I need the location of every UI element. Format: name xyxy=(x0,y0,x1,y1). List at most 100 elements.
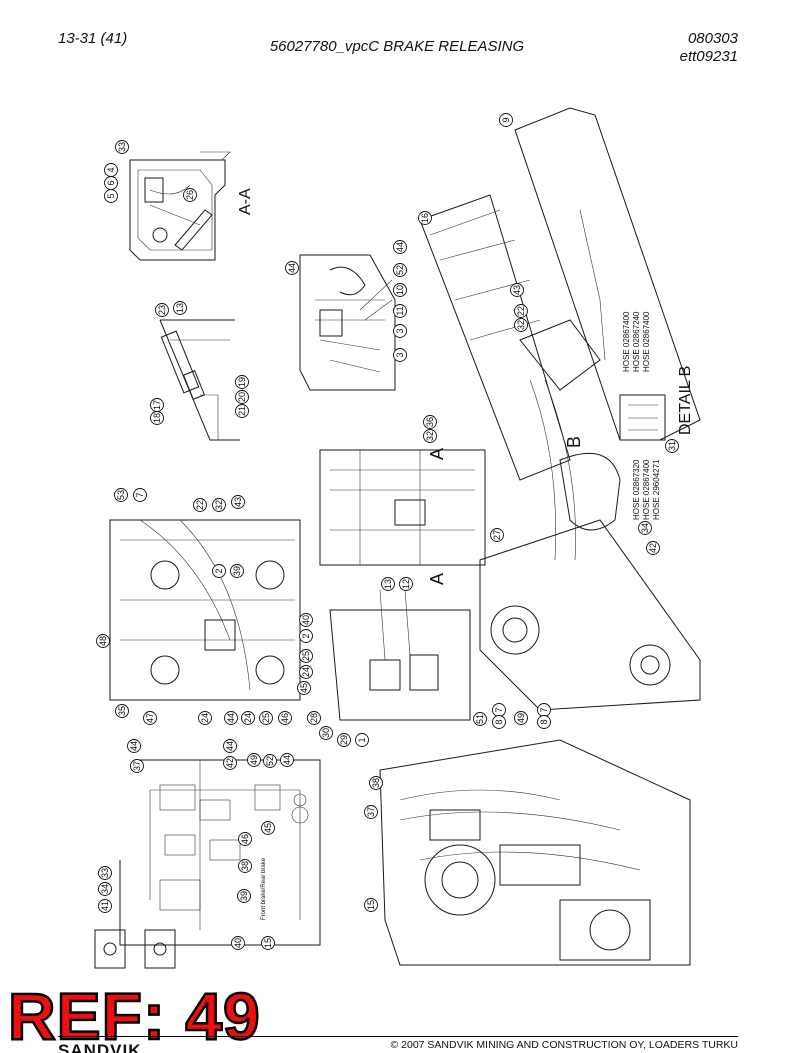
callout-label: 45 xyxy=(299,683,309,693)
callout-label: 38 xyxy=(240,861,250,871)
callout-label: 3 xyxy=(395,352,405,357)
callout-label: 10 xyxy=(395,285,405,295)
callout-label: 37 xyxy=(366,807,376,817)
callout-label: 53 xyxy=(116,490,126,500)
frame-view xyxy=(109,519,301,701)
hose-lower-2: HOSE 02867400 xyxy=(642,459,651,520)
callout-label: 49 xyxy=(249,755,259,765)
front-brake-label: Front brake/Rear brake xyxy=(261,857,267,920)
footer-copyright: © 2007 SANDVIK MINING AND CONSTRUCTION O… xyxy=(390,1039,738,1051)
callout-label: 23 xyxy=(157,305,167,315)
callout-label: 24 xyxy=(301,667,311,677)
hose-upper-1: HOSE 02867400 xyxy=(622,311,631,372)
callout-label: 46 xyxy=(280,713,290,723)
callout-label: 6 xyxy=(106,180,116,185)
callout-label: 31 xyxy=(667,441,677,451)
callout-label: 45 xyxy=(263,823,273,833)
view-a-upper-label: A xyxy=(427,448,447,460)
callout-label: 12 xyxy=(401,579,411,589)
document-title: 56027780_vpcC BRAKE RELEASING xyxy=(269,38,525,55)
hose-lower-1: HOSE 02867320 xyxy=(632,459,641,520)
callout-label: 44 xyxy=(282,755,292,765)
callout-label: 19 xyxy=(237,377,247,387)
callout-label: 40 xyxy=(233,938,243,948)
document-code: ett09231 xyxy=(679,48,738,65)
callout-label: 44 xyxy=(129,741,139,751)
footer-divider xyxy=(58,1036,738,1037)
callout-label: 24 xyxy=(243,713,253,723)
hose-lower-3: HOSE 29604271 xyxy=(652,459,661,520)
page-number: 13-31 (41) xyxy=(58,30,128,47)
cylinder-view xyxy=(159,319,240,441)
callout-label: 44 xyxy=(395,242,405,252)
callout-label: 40 xyxy=(301,615,311,625)
callout-label: 37 xyxy=(132,761,142,771)
callout-label: 25 xyxy=(301,651,311,661)
machine-main-view xyxy=(419,107,701,711)
callout-label: 17 xyxy=(152,400,162,410)
callout-label: 44 xyxy=(225,741,235,751)
document-date: 080303 xyxy=(687,30,738,47)
callout-label: 22 xyxy=(516,306,526,316)
callout-label: 34 xyxy=(100,884,110,894)
callout-label: 24 xyxy=(200,713,210,723)
callout-label: 2 xyxy=(301,633,311,638)
callouts-main: 9 16 43 22 32 36 32 27 34 42 31 xyxy=(418,113,679,555)
detail-b-label: DETAIL B xyxy=(677,366,694,435)
callout-label: 49 xyxy=(516,713,526,723)
callout-label: 7 xyxy=(135,492,145,497)
callouts-schematic: 44 37 44 42 52 49 44 45 46 38 33 34 41 3… xyxy=(98,739,294,950)
callout-label: 27 xyxy=(492,530,502,540)
callout-label: 44 xyxy=(226,713,236,723)
callout-label: 13 xyxy=(383,579,393,589)
view-a-lower-label: A xyxy=(427,573,447,585)
drawing-labels: A-A DETAIL B B A A Front brake/Rear brak… xyxy=(237,188,694,920)
callout-label: 35 xyxy=(117,706,127,716)
machine-lower-view xyxy=(379,739,691,966)
callout-label: 39 xyxy=(239,891,249,901)
callout-label: 32 xyxy=(516,320,526,330)
callout-label: 32 xyxy=(214,500,224,510)
callout-label: 42 xyxy=(648,543,658,553)
callout-label: 51 xyxy=(475,714,485,724)
callout-label: 22 xyxy=(195,500,205,510)
callout-label: 48 xyxy=(98,636,108,646)
callout-label: 28 xyxy=(309,713,319,723)
callout-label: 30 xyxy=(321,728,331,738)
callout-label: 18 xyxy=(152,413,162,423)
hydraulic-schematic xyxy=(94,759,321,969)
hose-block-view xyxy=(299,254,396,391)
callout-label: 52 xyxy=(395,265,405,275)
callout-label: 13 xyxy=(175,303,185,313)
callout-label: 34 xyxy=(640,523,650,533)
callout-label: 29 xyxy=(339,735,349,745)
callout-label: 44 xyxy=(287,263,297,273)
callout-label: 43 xyxy=(233,497,243,507)
center-valve-view xyxy=(319,449,486,721)
callout-label: 7 xyxy=(494,707,504,712)
callout-label: 39 xyxy=(232,566,242,576)
callout-label: 47 xyxy=(145,713,155,723)
callout-label: 16 xyxy=(420,213,430,223)
callout-label: 25 xyxy=(261,713,271,723)
hose-upper-3: HOSE 02867400 xyxy=(642,311,651,372)
callout-label: 1 xyxy=(357,737,367,742)
callouts-frame: 53 7 22 32 43 2 39 40 2 25 24 45 48 35 4… xyxy=(96,488,313,725)
callout-label: 52 xyxy=(265,756,275,766)
callout-label: 38 xyxy=(371,778,381,788)
callout-label: 8 xyxy=(539,719,549,724)
callout-label: 42 xyxy=(225,758,235,768)
callout-label: 46 xyxy=(240,834,250,844)
callout-label: 33 xyxy=(100,868,110,878)
callout-label: 36 xyxy=(425,417,435,427)
callout-label: 43 xyxy=(512,285,522,295)
callout-label: 9 xyxy=(501,117,511,122)
callout-label: 26 xyxy=(185,190,195,200)
section-aa-label: A-A xyxy=(237,188,254,215)
callout-label: 33 xyxy=(117,142,127,152)
callout-label: 41 xyxy=(100,901,110,911)
callout-label: 5 xyxy=(106,193,116,198)
callout-label: 3 xyxy=(395,328,405,333)
callout-label: 20 xyxy=(237,392,247,402)
